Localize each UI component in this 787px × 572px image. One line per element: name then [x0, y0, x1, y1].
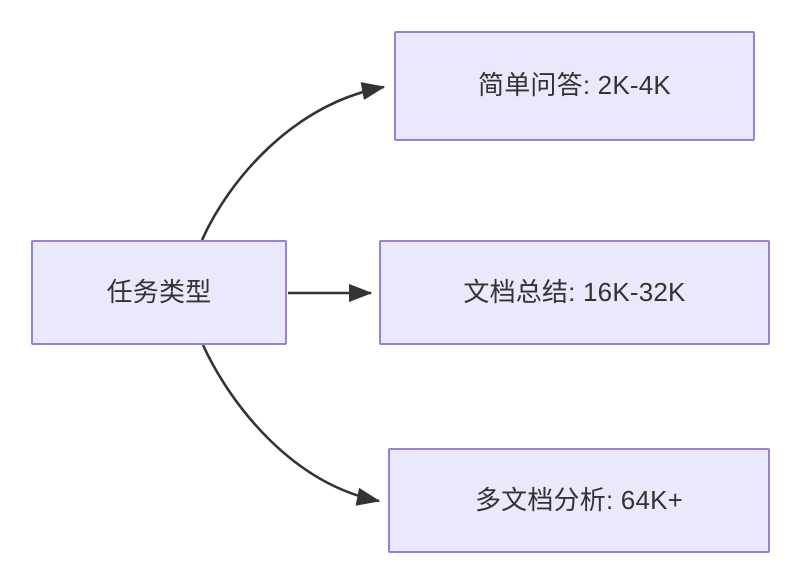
- node-doc-summary[interactable]: 文档总结: 16K-32K: [379, 240, 770, 345]
- node-multi-doc-label: 多文档分析: 64K+: [474, 484, 684, 515]
- node-multi-doc[interactable]: 多文档分析: 64K+: [388, 448, 770, 553]
- edge-root-to-multi-doc: [201, 344, 381, 506]
- node-simple-qa-label: 简单问答: 2K-4K: [478, 70, 671, 101]
- node-simple-qa[interactable]: 简单问答: 2K-4K: [394, 31, 755, 141]
- node-task-type-label: 任务类型: [106, 276, 212, 307]
- node-task-type[interactable]: 任务类型: [31, 240, 287, 345]
- node-doc-summary-label: 文档总结: 16K-32K: [463, 276, 686, 307]
- edge-root-to-simple-qa: [200, 82, 386, 241]
